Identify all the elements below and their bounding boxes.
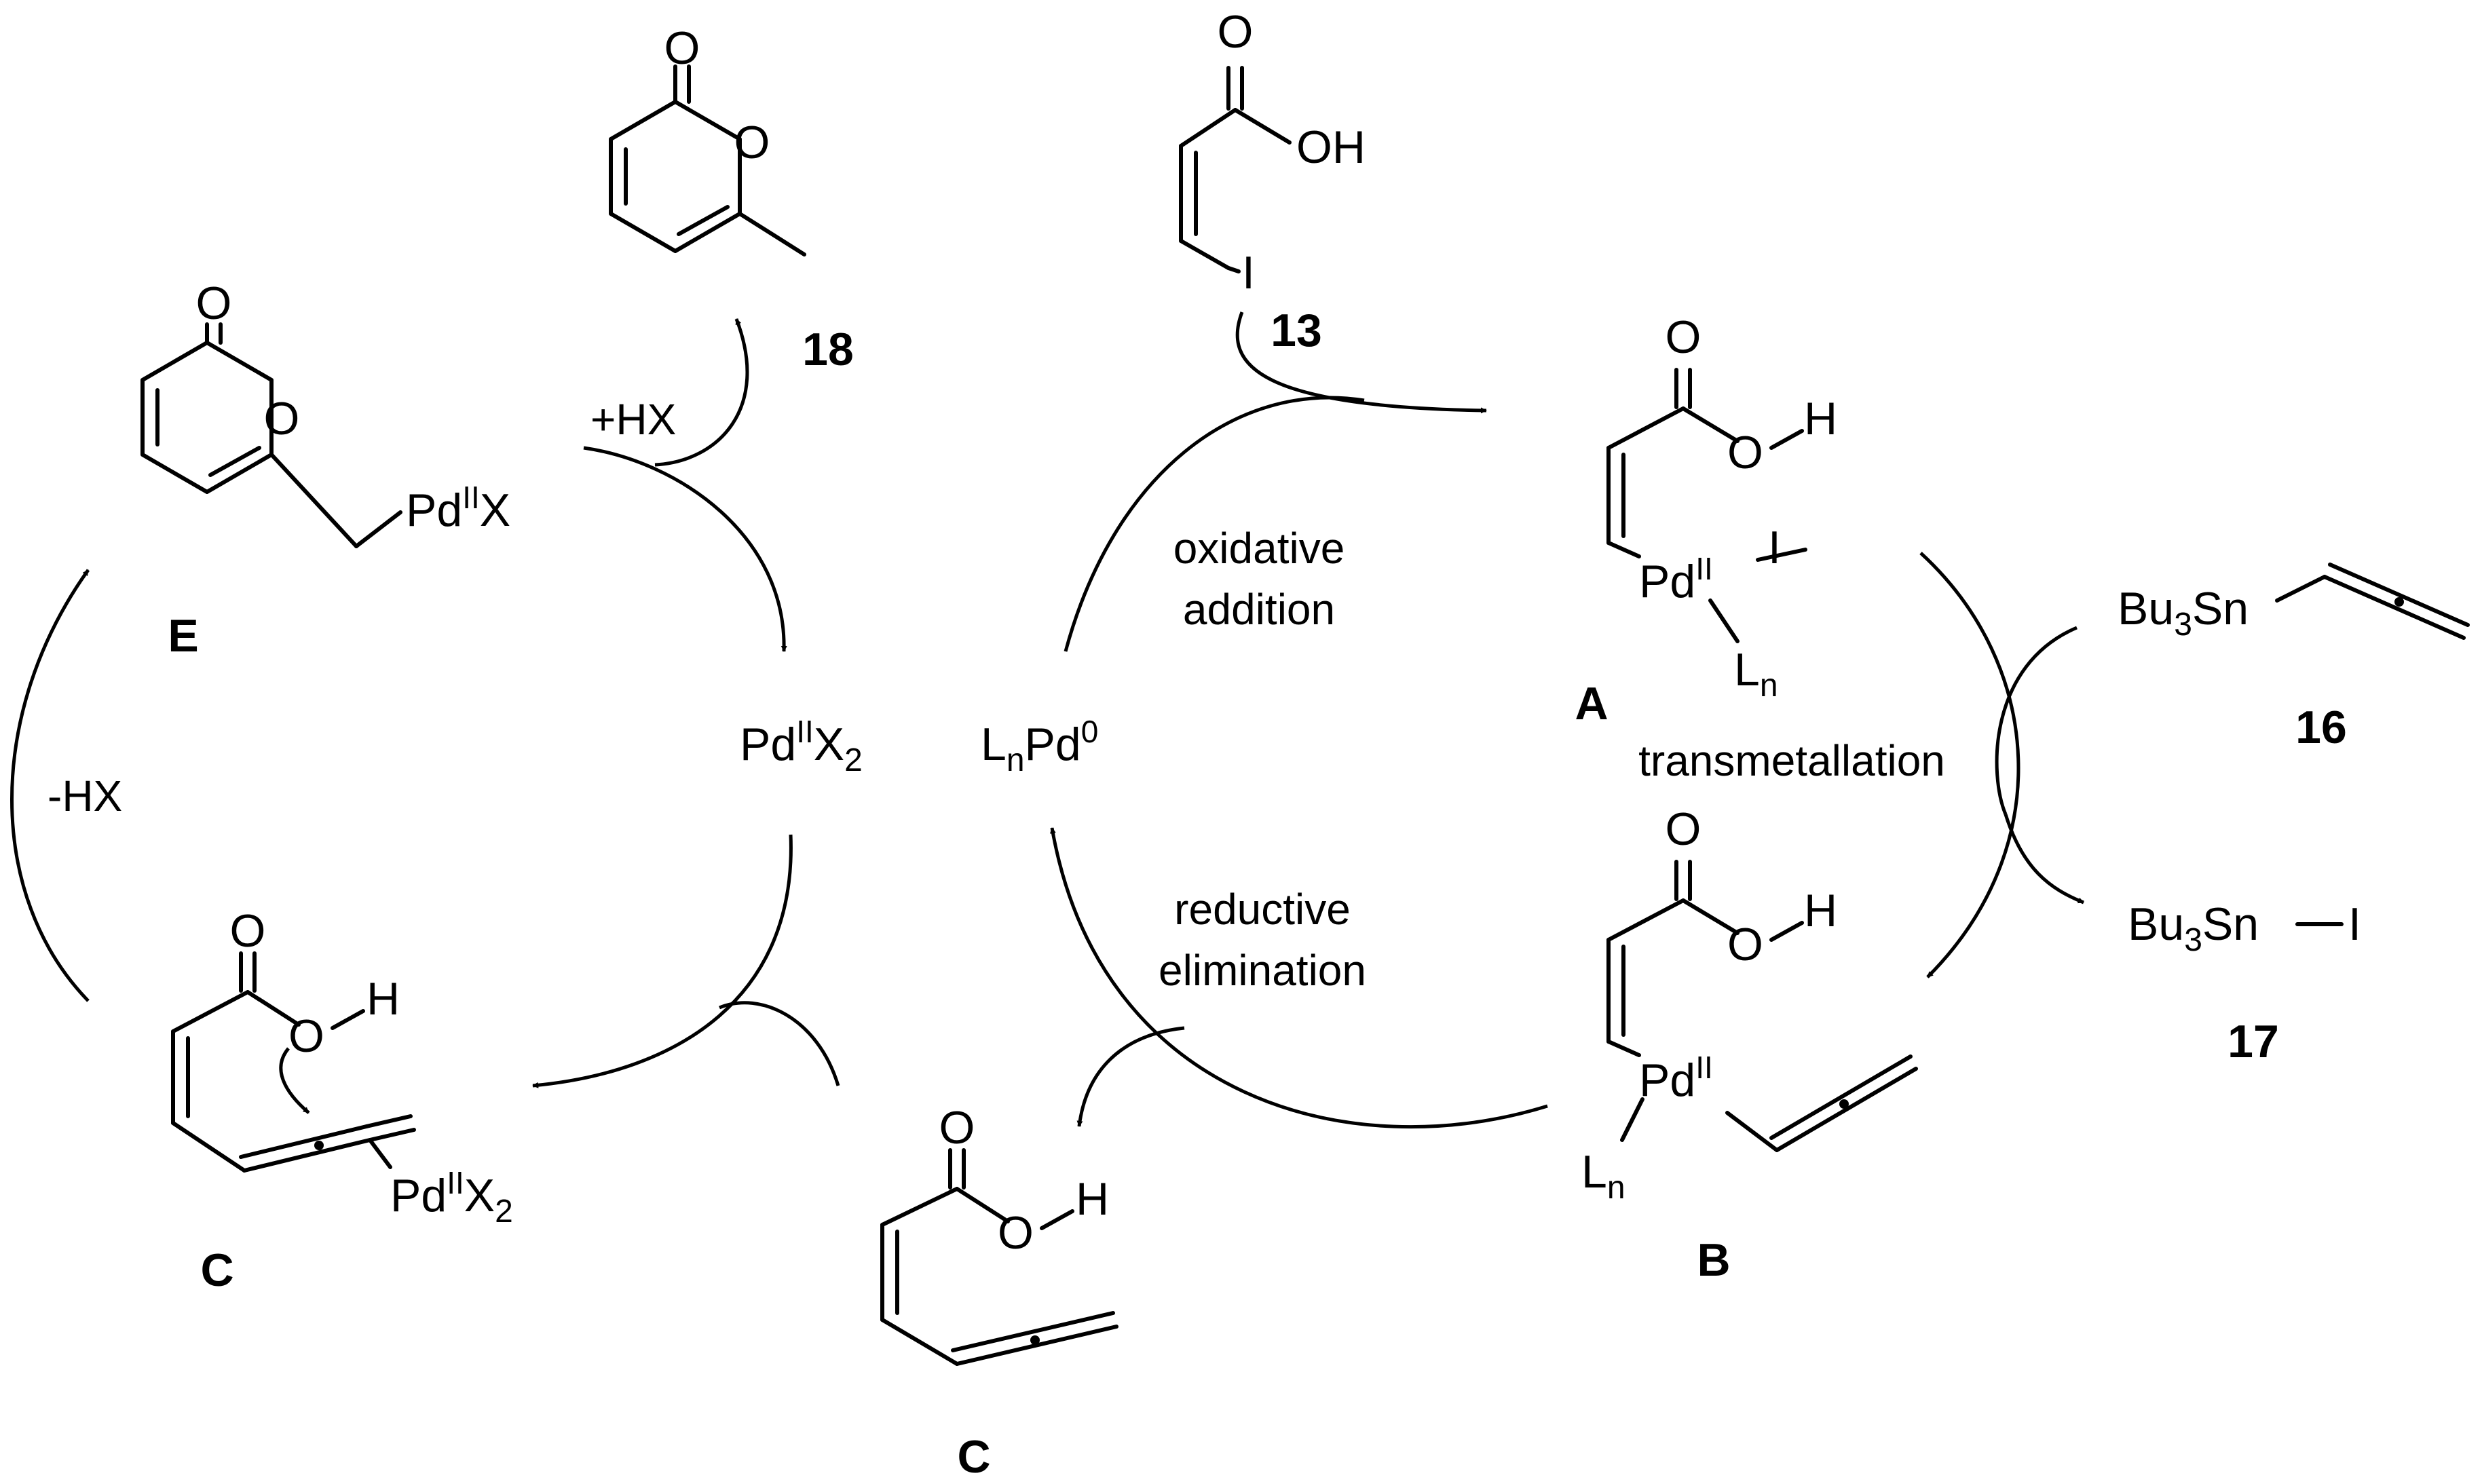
pd-x2-catalyst: PdIIX2 — [740, 714, 863, 778]
compound-C-complex-allene-center — [314, 1141, 324, 1150]
compound-C-free-hydroxyl-o: O — [998, 1207, 1034, 1259]
compound-13-label: 13 — [1271, 305, 1322, 356]
product-17-structure: Bu3Sn I — [2128, 898, 2361, 958]
compound-B-allene-center — [1839, 1099, 1849, 1109]
compound-C-complex-hydrogen: H — [366, 973, 400, 1025]
compound-B-pd-label: PdII — [1639, 1050, 1713, 1106]
compound-A-hydroxyl-o: O — [1727, 427, 1763, 478]
arrow-C-release — [1076, 1026, 1185, 1127]
compound-13-oh: OH — [1296, 121, 1366, 173]
compound-C-complex-structure: O O H PdIIX2 — [171, 905, 513, 1230]
ln-pd0-catalyst: LnPd0 — [981, 714, 1098, 778]
compound-A-iodide: I — [1768, 522, 1781, 573]
step-minus-hx: -HX — [48, 772, 122, 820]
compound-E-label: E — [168, 610, 198, 662]
arrow-17-out — [2004, 814, 2084, 905]
arrow-16-in — [1995, 626, 2077, 815]
compound-B-hydroxyl-o: O — [1727, 919, 1763, 970]
compound-C-free-hydrogen: H — [1076, 1173, 1109, 1225]
compound-A-structure: O O H PdII I Ln — [1606, 311, 1837, 704]
compound-C-complex-hydroxyl-o: O — [288, 1010, 324, 1062]
pyrone-18-ring-o: O — [734, 117, 770, 168]
compound-C-complex-pd-label: PdIIX2 — [390, 1165, 513, 1230]
reagent-16-structure: Bu3Sn — [2118, 563, 2470, 643]
product-17-formula: Bu3Sn — [2128, 898, 2259, 958]
compound-E-structure: O O PdIIX — [140, 278, 510, 548]
compound-C-free-structure: O O H — [880, 1102, 1118, 1366]
compound-A-pd-label: PdII — [1639, 551, 1713, 607]
compound-13-carbonyl-o: O — [1218, 6, 1254, 58]
arrow-13-into-cycle — [1235, 311, 1487, 414]
arrow-minus-hx — [10, 569, 90, 1002]
compound-E-pd-label: PdIIX — [406, 480, 510, 536]
compound-A-carbonyl-o: O — [1666, 311, 1701, 363]
step-oxidative-line1: oxidative — [1173, 524, 1345, 573]
arrow-E-to-pdx2 — [583, 446, 787, 652]
compound-C-complex-label: C — [200, 1244, 233, 1296]
compound-E-carbonyl-o: O — [196, 278, 232, 329]
arrow-transmetallation — [1919, 552, 2020, 978]
product-17-iodine: I — [2348, 898, 2361, 950]
reagent-16-allene-center — [2394, 597, 2404, 607]
step-transmetallation: transmetallation — [1638, 736, 1945, 785]
step-oxidative-line2: addition — [1183, 585, 1335, 634]
compound-C-free-allene-center — [1030, 1335, 1040, 1345]
compound-A-ligand: Ln — [1734, 644, 1778, 704]
step-plus-hx: +HX — [590, 395, 676, 444]
step-reductive-line2: elimination — [1159, 946, 1366, 995]
reagent-16-formula: Bu3Sn — [2118, 583, 2249, 643]
compound-B-hydrogen: H — [1804, 885, 1837, 936]
compound-B-label: B — [1697, 1234, 1730, 1286]
arrow-to-18 — [654, 318, 749, 467]
arrow-reductive-elimination — [1049, 827, 1548, 1129]
pyrone-18-structure: O O — [609, 22, 806, 256]
pyrone-18-carbonyl-o: O — [664, 22, 700, 74]
compound-18-label: 18 — [802, 324, 854, 375]
compound-C-free-label: C — [957, 1431, 990, 1483]
compound-A-hydrogen: H — [1804, 393, 1837, 444]
compound-B-ligand: Ln — [1581, 1146, 1625, 1206]
compound-13-iodine: I — [1242, 247, 1255, 299]
step-reductive-line1: reductive — [1174, 885, 1351, 934]
compound-C-free-carbonyl-o: O — [939, 1102, 975, 1154]
compound-E-ring-o: O — [264, 393, 300, 444]
compound-17-label: 17 — [2227, 1016, 2279, 1067]
arrow-pdx2-to-C-complex — [532, 834, 793, 1088]
compound-16-label: 16 — [2295, 702, 2347, 753]
compound-B-structure: O O H PdII Ln — [1581, 803, 1918, 1206]
compound-B-carbonyl-o: O — [1666, 803, 1701, 855]
arrow-C-into-left-cycle — [719, 1001, 840, 1086]
arrow-oxidative-addition — [1064, 396, 1365, 652]
compound-A-label: A — [1575, 678, 1608, 729]
compound-13-structure: O OH I — [1179, 6, 1366, 299]
compound-C-complex-carbonyl-o: O — [230, 905, 266, 957]
